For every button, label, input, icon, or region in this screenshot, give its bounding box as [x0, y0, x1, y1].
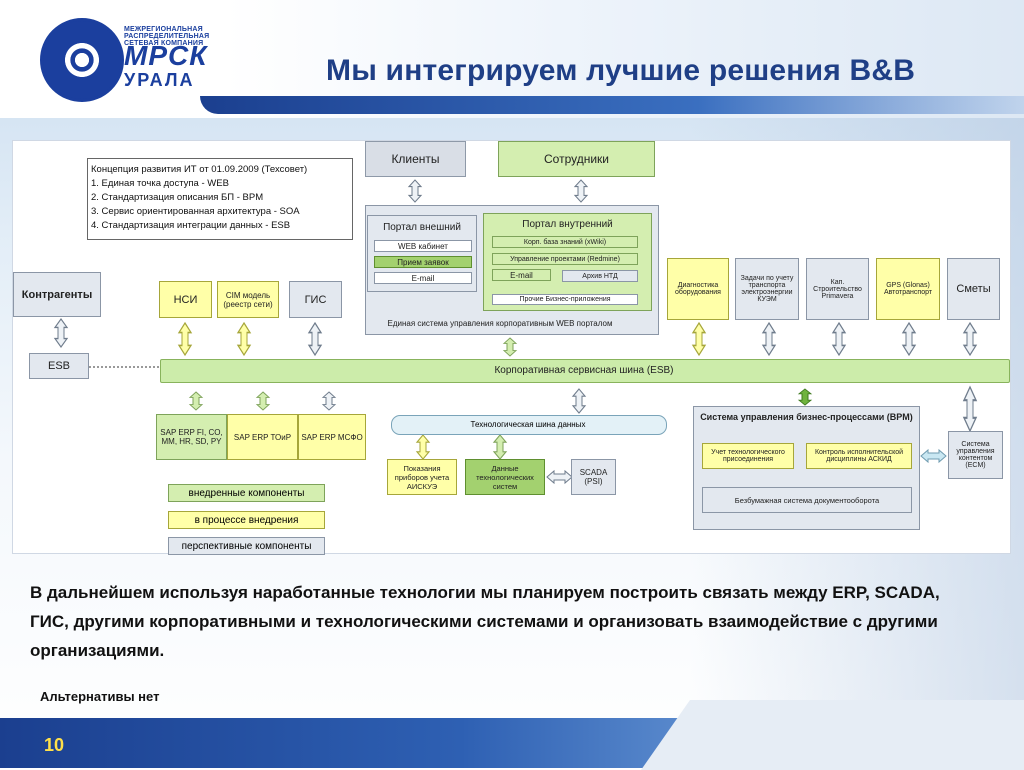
counterparties-box: Контрагенты — [13, 272, 101, 317]
arrow-gps-bus — [902, 322, 916, 356]
tech-bus-label: Технологическая шина данных — [470, 419, 586, 429]
arrow-estimates-bus — [963, 322, 977, 356]
legend-in-progress: в процессе внедрения — [168, 511, 325, 529]
slide-note: Альтернативы нет — [40, 689, 160, 704]
meter-readings-box: Показания приборов учета АИСКУЭ — [387, 459, 457, 495]
portal-internal-box: Портал внутренний Корп. база знаний (xWi… — [483, 213, 652, 311]
architecture-diagram: Концепция развития ИТ от 01.09.2009 (Тех… — [12, 140, 1011, 555]
diagnostics-box: Диагностика оборудования — [667, 258, 729, 320]
employees-box: Сотрудники — [498, 141, 655, 177]
arrow-fi-bus — [189, 391, 203, 411]
estimates-box: Сметы — [947, 258, 1000, 320]
diagram-connectors — [54, 179, 978, 485]
bpm-title: Система управления бизнес-процессами (BP… — [700, 412, 913, 422]
arrow-nsi-bus — [178, 322, 192, 356]
portal-internal-item: Управление проектами (Redmine) — [492, 253, 638, 265]
corporate-bus-label: Корпоративная сервисная шина (ESB) — [494, 364, 674, 376]
arrow-capital-bus — [832, 322, 846, 356]
portal-external-item: E-mail — [374, 272, 472, 284]
arrow-clients-portal — [408, 179, 422, 203]
ecm-box: Система управления контентом (ECM) — [948, 431, 1003, 479]
arrow-diagnostics-bus — [692, 322, 706, 356]
arrow-bpm-ecm — [920, 448, 947, 464]
portal-external-item: WEB кабинет — [374, 240, 472, 252]
scada-box: SCADA (PSI) — [571, 459, 616, 495]
sap-erp-fi-box: SAP ERP FI, CO, MM, HR, SD, PY — [156, 414, 227, 460]
paperless-docflow-box: Безбумажная система документооборота — [702, 487, 912, 513]
corporate-service-bus — [160, 359, 1010, 383]
technological-data-bus — [391, 415, 667, 435]
concept-item: 2. Стандартизация описания БП - BPM — [91, 192, 264, 203]
concept-item: 4. Стандартизация интеграции данных - ES… — [91, 220, 291, 231]
slide-title: Мы интегрируем лучшие решения B&B — [326, 54, 916, 87]
logo-name: МРСК — [124, 40, 208, 71]
arrow-employees-portal — [574, 179, 588, 203]
sap-erp-toir-box: SAP ERP ТОиР — [227, 414, 298, 460]
logo-line-3: СЕТЕВАЯ КОМПАНИЯ — [124, 40, 204, 47]
arrow-techbus-bus — [572, 388, 586, 414]
tech-connection-box: Учет технологического присоединения — [702, 443, 794, 469]
web-system-label: Единая система управления корпоративным … — [387, 319, 613, 328]
legend-prospective: перспективные компоненты — [168, 537, 325, 555]
portal-internal-item: Прочие Бизнес-приложения — [492, 294, 638, 305]
arrow-cim-bus — [237, 322, 251, 356]
arrow-meters-techbus — [416, 434, 430, 460]
tech-data-box: Данные технологических систем — [465, 459, 545, 495]
arrow-toir-bus — [256, 391, 270, 411]
header-swoosh — [200, 96, 1024, 114]
aski-discipline-box: Контроль исполнительской дисциплины АСКИ… — [806, 443, 912, 469]
portal-internal-item: Архив НТД — [562, 270, 638, 282]
portal-external-item: Прием заявок — [374, 256, 472, 268]
concept-item: 3. Сервис ориентированная архитектура - … — [91, 206, 300, 217]
portal-external-title: Портал внешний — [383, 222, 461, 233]
arrow-techdata-scada — [546, 469, 573, 485]
bpm-system-box: Система управления бизнес-процессами (BP… — [693, 406, 920, 530]
logo-region: УРАЛА — [124, 70, 195, 90]
portal-internal-item: Корп. база знаний (xWiki) — [492, 236, 638, 248]
clients-box: Клиенты — [365, 141, 466, 177]
transport-box: Задачи по учету транспорта электроэнерги… — [735, 258, 799, 320]
legend-implemented: внедренные компоненты — [168, 484, 325, 502]
arrow-msfo-bus — [322, 391, 336, 411]
logo-line-2: РАСПРЕДЕЛИТЕЛЬНАЯ — [124, 33, 210, 40]
slide-body-text: В дальнейшем используя наработанные техн… — [30, 583, 940, 660]
footer-cut — [640, 700, 1024, 770]
arrow-counterparties-esb — [54, 318, 68, 348]
sap-erp-msfo-box: SAP ERP МСФО — [298, 414, 366, 460]
logo-line-1: МЕЖРЕГИОНАЛЬНАЯ — [124, 26, 203, 33]
cim-model-box: CIM модель (реестр сети) — [217, 281, 279, 318]
esb-box: ESB — [29, 353, 89, 379]
arrow-gis-bus — [308, 322, 322, 356]
arrow-portal-bus — [503, 337, 517, 357]
page-number: 10 — [44, 735, 65, 755]
arrow-ecm-bus — [962, 385, 978, 433]
gis-box: ГИС — [289, 281, 342, 318]
portal-internal-item: E-mail — [492, 269, 551, 281]
capital-construction-box: Кап. Строительство Primavera — [806, 258, 869, 320]
portal-external-box: Портал внешний WEB кабинет Прием заявок … — [367, 215, 477, 292]
arrow-techdata-techbus — [493, 434, 507, 460]
concept-item: 1. Единая точка доступа - WEB — [91, 178, 229, 189]
gps-box: GPS (Glonas) Автотранспорт — [876, 258, 940, 320]
arrow-transport-bus — [762, 322, 776, 356]
logo-emblem-icon — [40, 18, 124, 102]
arrow-bpm-bus — [798, 388, 812, 406]
nsi-box: НСИ — [159, 281, 212, 318]
company-logo: МЕЖРЕГИОНАЛЬНАЯ РАСПРЕДЕЛИТЕЛЬНАЯ СЕТЕВА… — [40, 18, 240, 102]
it-concept-box: Концепция развития ИТ от 01.09.2009 (Тех… — [87, 158, 353, 240]
web-portal-container: Портал внешний WEB кабинет Прием заявок … — [365, 205, 659, 335]
portal-internal-title: Портал внутренний — [522, 219, 613, 230]
concept-title: Концепция развития ИТ от 01.09.2009 (Тех… — [91, 164, 308, 175]
